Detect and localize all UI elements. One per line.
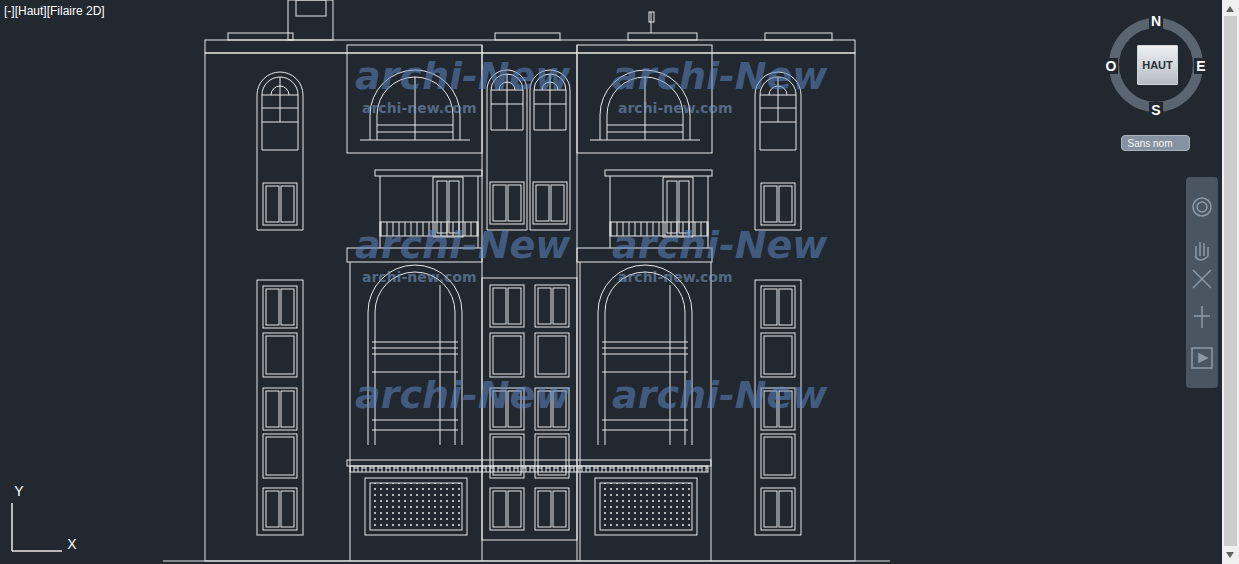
watermark: archi-New [612, 226, 827, 264]
viewcube-face: HAUT [1137, 45, 1178, 85]
watermark-url: archi-new.com [362, 270, 477, 284]
view-dropdown: Sans nom [1121, 135, 1190, 151]
axis-label: X [67, 537, 76, 551]
node-text: Sans nom [1127, 138, 1172, 149]
watermark-url: archi-new.com [362, 101, 477, 115]
axis-label: Y [14, 484, 23, 498]
watermark: archi-New [355, 226, 570, 264]
compass-letter: O [1104, 58, 1119, 74]
watermark: archi-New [355, 376, 570, 414]
compass-letter: S [1149, 102, 1162, 118]
viewport-controls: [-][Haut][Filaire 2D] [4, 5, 105, 17]
watermark-url: archi-new.com [618, 270, 733, 284]
node-text: HAUT [1142, 59, 1173, 71]
watermark: archi-New [355, 57, 570, 95]
watermark: archi-New [612, 376, 827, 414]
compass-letter: E [1194, 58, 1207, 74]
watermark-url: archi-new.com [618, 101, 733, 115]
watermark: archi-New [612, 57, 827, 95]
compass-letter: N [1149, 13, 1163, 29]
